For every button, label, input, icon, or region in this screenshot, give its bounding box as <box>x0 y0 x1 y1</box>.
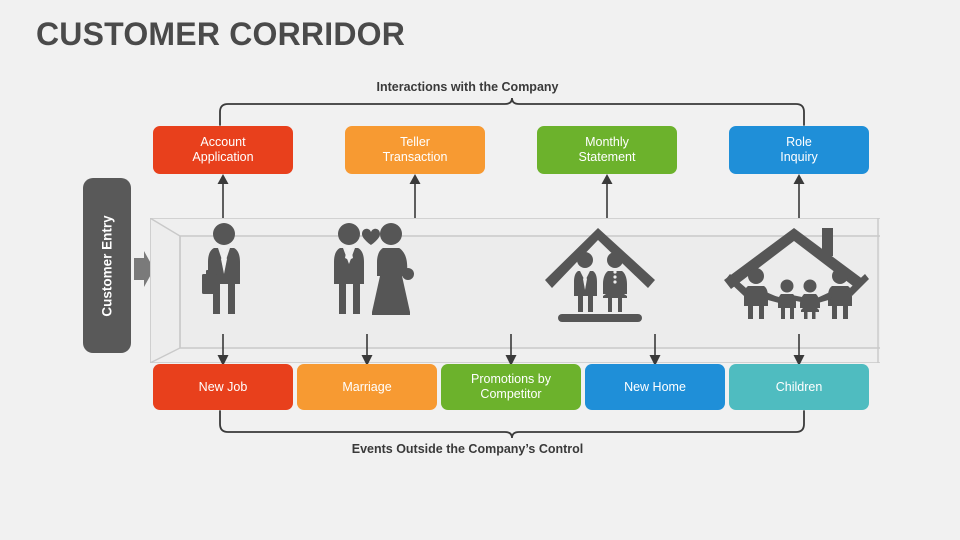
page-title: CUSTOMER CORRIDOR <box>36 16 406 52</box>
event-box-promotions-by-competitor[interactable]: Promotions by Competitor <box>441 364 581 410</box>
customer-entry-tab[interactable]: Customer Entry <box>83 178 131 353</box>
top-section-caption-text: Interactions with the Company <box>376 80 559 94</box>
couple-under-house-icon <box>545 228 655 322</box>
arrow-down-icon-5 <box>793 334 805 366</box>
interaction-box-role-inquiry[interactable]: Role Inquiry <box>729 126 869 174</box>
interaction-box-account-application-line2: Application <box>192 150 254 164</box>
event-box-children-line1: Children <box>775 379 823 394</box>
arrow-down-icon-1 <box>217 334 229 366</box>
interaction-box-teller-transaction-line1: Teller <box>400 135 430 149</box>
event-box-marriage-line1: Marriage <box>342 379 392 394</box>
customer-entry-label: Customer Entry <box>99 214 115 317</box>
arrow-up-icon-3 <box>601 174 613 220</box>
interaction-box-role-inquiry-line2: Inquiry <box>780 150 818 164</box>
interaction-box-monthly-statement-line1: Monthly <box>585 135 629 149</box>
arrow-down-icon-3 <box>505 334 517 366</box>
interaction-box-account-application[interactable]: Account Application <box>153 126 293 174</box>
top-curly-brace-icon <box>219 97 805 126</box>
event-box-new-home[interactable]: New Home <box>585 364 725 410</box>
businessman-with-briefcase-icon <box>202 223 240 314</box>
event-box-new-job[interactable]: New Job <box>153 364 293 410</box>
interaction-box-account-application-line1: Account <box>200 135 246 149</box>
interaction-box-teller-transaction-line2: Transaction <box>382 150 448 164</box>
bottom-section-caption: Events Outside the Company’s Control <box>0 442 960 456</box>
bottom-curly-brace-icon <box>219 410 805 439</box>
interaction-box-teller-transaction[interactable]: Teller Transaction <box>345 126 485 174</box>
family-under-house-icon <box>724 228 869 319</box>
event-box-new-job-line1: New Job <box>198 379 248 394</box>
right-arrow-icon <box>134 251 154 287</box>
event-box-marriage[interactable]: Marriage <box>297 364 437 410</box>
event-box-new-home-line1: New Home <box>624 379 686 394</box>
interaction-box-role-inquiry-line1: Role <box>786 135 812 149</box>
event-box-children[interactable]: Children <box>729 364 869 410</box>
arrow-up-icon-1 <box>217 174 229 220</box>
top-section-caption: Interactions with the Company <box>0 80 960 94</box>
interaction-box-monthly-statement[interactable]: Monthly Statement <box>537 126 677 174</box>
event-box-promotions-by-competitor-line1: Promotions by <box>471 372 551 386</box>
arrow-down-icon-2 <box>361 334 373 366</box>
bottom-section-caption-text: Events Outside the Company’s Control <box>351 442 584 456</box>
arrow-up-icon-4 <box>793 174 805 220</box>
arrow-up-icon-2 <box>409 174 421 220</box>
event-box-promotions-by-competitor-line2: Competitor <box>480 387 542 401</box>
wedding-couple-icon <box>334 223 414 315</box>
interaction-box-monthly-statement-line2: Statement <box>578 150 636 164</box>
arrow-down-icon-4 <box>649 334 661 366</box>
